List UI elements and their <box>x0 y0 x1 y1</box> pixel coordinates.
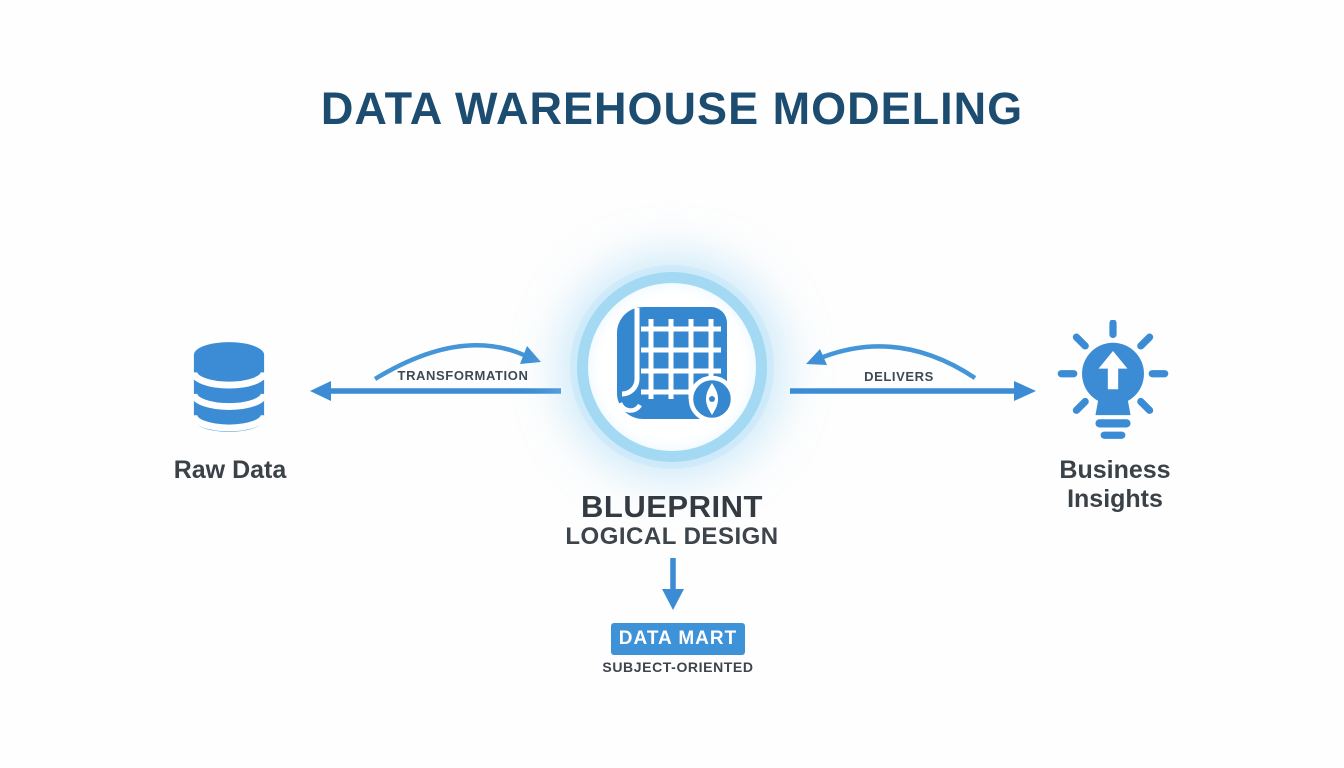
subject-oriented-label: SUBJECT-ORIENTED <box>602 659 754 675</box>
blueprint-subheading: LOGICAL DESIGN <box>565 523 779 550</box>
blueprint-icon <box>617 307 736 423</box>
lightbulb-icon <box>1057 320 1169 439</box>
down-arrow-icon <box>662 558 684 610</box>
business-insights-label: Business Insights <box>1059 456 1171 513</box>
blueprint-circle <box>577 272 767 462</box>
transformation-label: TRANSFORMATION <box>397 368 529 383</box>
raw-data-label: Raw Data <box>173 456 287 484</box>
data-mart-label: DATA MART <box>618 628 738 649</box>
database-icon <box>190 342 268 432</box>
blueprint-heading: BLUEPRINT <box>581 489 763 524</box>
delivers-label: DELIVERS <box>864 369 934 384</box>
page-title: DATA WAREHOUSE MODELING <box>320 83 1024 134</box>
delivers-arrow <box>790 344 1036 401</box>
data-mart-box: DATA MART <box>611 623 745 655</box>
transformation-arrow <box>310 343 561 401</box>
